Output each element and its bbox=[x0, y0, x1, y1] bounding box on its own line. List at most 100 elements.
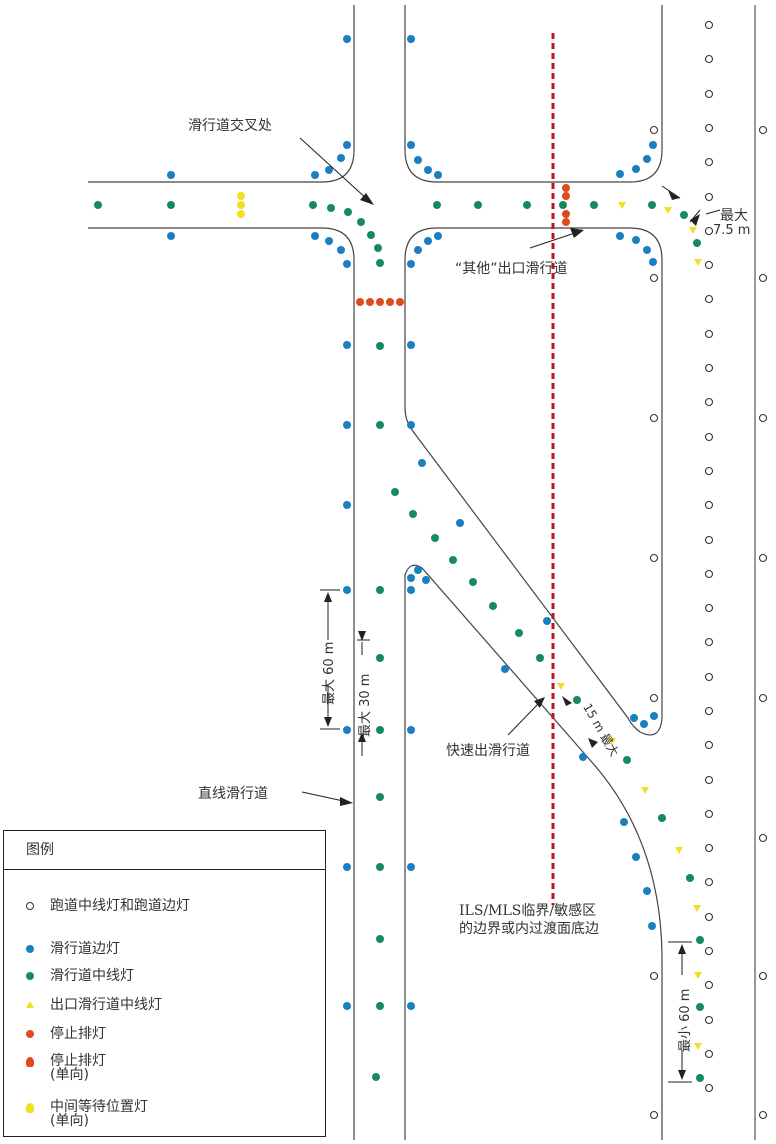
taxiway-edge-light bbox=[311, 232, 319, 240]
taxiway-edge-light bbox=[418, 459, 426, 467]
arrowhead bbox=[324, 592, 332, 602]
taxiway-edge-light bbox=[630, 714, 638, 722]
taxiway-edge-light bbox=[632, 165, 640, 173]
arrowhead bbox=[360, 193, 374, 205]
runway-centerline-light bbox=[704, 466, 714, 476]
taxiway-centerline-light bbox=[376, 421, 384, 429]
arrowhead bbox=[534, 697, 545, 708]
label-max-60m: 最大 60 m bbox=[322, 641, 337, 705]
arrowhead bbox=[668, 190, 680, 200]
taxiway-centerline-light bbox=[376, 259, 384, 267]
stop-bar-light bbox=[396, 298, 404, 306]
arrowhead bbox=[588, 738, 598, 748]
legend-label: 停止排灯 bbox=[50, 1026, 106, 1042]
taxiway-edge-light bbox=[407, 574, 415, 582]
hollow-circle-icon bbox=[26, 902, 34, 910]
label-max: 最大 bbox=[720, 208, 748, 224]
label-ils-line1: ILS/MLS临界/敏感区 bbox=[459, 903, 597, 919]
label-max-30m: 最大 30 m bbox=[358, 673, 373, 737]
green-dot-icon bbox=[26, 972, 34, 980]
taxiway-edge-light bbox=[414, 566, 422, 574]
runway-centerline-light bbox=[704, 912, 714, 922]
yellow-unidirectional-icon bbox=[26, 1103, 34, 1113]
taxiway-centerline-light bbox=[658, 814, 666, 822]
runway-centerline-light bbox=[704, 226, 714, 236]
taxiway-edge-light bbox=[414, 156, 422, 164]
taxiway-centerline-light bbox=[696, 1074, 704, 1082]
runway-centerline-light bbox=[704, 363, 714, 373]
runway-edge-light bbox=[758, 1110, 768, 1120]
runway-centerline-light bbox=[704, 535, 714, 545]
annotation-arrows bbox=[299, 137, 721, 1083]
exit-centerline-light bbox=[689, 227, 697, 234]
taxiway-edge-light bbox=[414, 246, 422, 254]
intermediate-holding-light bbox=[237, 192, 245, 200]
runway-edge-light bbox=[649, 553, 659, 563]
runway-edge-light bbox=[758, 833, 768, 843]
taxiway-centerline-light bbox=[469, 578, 477, 586]
stop-bar-light bbox=[366, 298, 374, 306]
exit-centerline-light bbox=[557, 683, 565, 690]
label-7-5m: 7.5 m bbox=[713, 223, 751, 238]
arrowhead bbox=[678, 944, 686, 954]
taxiway-centerline-light bbox=[696, 936, 704, 944]
taxiway-edge-light bbox=[343, 586, 351, 594]
lights bbox=[94, 20, 768, 1120]
taxiway-edge-light bbox=[434, 171, 442, 179]
taxiway-centerline-light bbox=[376, 726, 384, 734]
taxiway-centerline-light bbox=[536, 654, 544, 662]
stop-bar-light bbox=[356, 298, 364, 306]
taxiway-edge-light bbox=[640, 720, 648, 728]
runway-edge-light bbox=[649, 125, 659, 135]
runway-centerline-light bbox=[704, 432, 714, 442]
runway-centerline-light bbox=[704, 89, 714, 99]
runway-edge-light bbox=[758, 971, 768, 981]
stop-bar-light bbox=[376, 298, 384, 306]
runway-centerline-light bbox=[704, 603, 714, 613]
label-other-exit-taxiway: “其他”出口滑行道 bbox=[455, 261, 568, 277]
blue-dot-icon bbox=[26, 945, 34, 953]
leader-arrow bbox=[299, 137, 369, 201]
taxiway-edge-light bbox=[343, 421, 351, 429]
taxiway-edge-light bbox=[643, 246, 651, 254]
taxiway-centerline-light bbox=[376, 342, 384, 350]
runway-centerline-light bbox=[704, 706, 714, 716]
runway-centerline-light bbox=[704, 877, 714, 887]
runway-edge-light bbox=[758, 273, 768, 283]
taxiway-edge-line bbox=[404, 564, 663, 1140]
taxiway-centerline-light bbox=[573, 696, 581, 704]
red-unidirectional-icon bbox=[26, 1057, 34, 1067]
runway-centerline-light bbox=[704, 329, 714, 339]
runway-centerline-light bbox=[704, 54, 714, 64]
runway-centerline-light bbox=[704, 775, 714, 785]
taxiway-centerline-light bbox=[376, 654, 384, 662]
runway-edge-light bbox=[758, 693, 768, 703]
arrowheads bbox=[324, 190, 700, 1080]
exit-centerline-light bbox=[694, 1043, 702, 1050]
taxiway-edge-light bbox=[643, 887, 651, 895]
runway-centerline-light bbox=[704, 740, 714, 750]
dimension-line bbox=[320, 589, 340, 730]
taxiway-edge-light bbox=[343, 1002, 351, 1010]
taxiway-centerline-light bbox=[357, 218, 365, 226]
runway-centerline-light bbox=[704, 500, 714, 510]
runway-centerline-light bbox=[704, 1083, 714, 1093]
runway-centerline-light bbox=[704, 672, 714, 682]
taxiway-edge-line bbox=[404, 227, 663, 736]
leader-arrow bbox=[529, 231, 579, 249]
legend-label: 跑道中线灯和跑道边灯 bbox=[50, 898, 190, 914]
taxiway-edge-light bbox=[456, 519, 464, 527]
runway-edge-light bbox=[758, 413, 768, 423]
arrowhead bbox=[562, 696, 572, 706]
runway-centerline-light bbox=[704, 260, 714, 270]
taxiway-edge-light bbox=[343, 726, 351, 734]
taxiway-edge-light bbox=[407, 863, 415, 871]
taxiway-centerline-light bbox=[374, 244, 382, 252]
taxiway-edge-light bbox=[337, 246, 345, 254]
taxiway-edge-light bbox=[325, 237, 333, 245]
taxiway-edge-light bbox=[579, 753, 587, 761]
taxiway-centerline-light bbox=[372, 1073, 380, 1081]
yellow-triangle-icon bbox=[26, 1001, 34, 1008]
taxiway-edge-light bbox=[167, 171, 175, 179]
